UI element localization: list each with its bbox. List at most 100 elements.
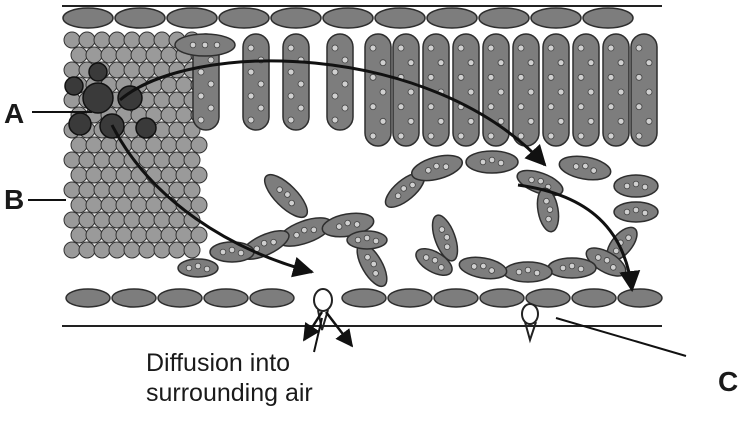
bundle-cell [154,242,170,258]
bundle-cell [131,137,147,153]
spongy-cell [466,151,518,173]
palisade-cell [365,34,391,146]
bundle-cell [71,47,87,63]
bundle-cell [79,182,95,198]
bundle-cell [79,242,95,258]
bundle-cell [94,212,110,228]
palisade-cell [573,34,599,146]
bundle-cell [191,197,207,213]
epidermis-cell [323,8,373,28]
bundle-cell [71,137,87,153]
bundle-cell [176,167,192,183]
stoma-right [522,304,538,340]
palisade-cell [283,34,309,130]
bundle-cell [116,197,132,213]
bundle-cell [139,182,155,198]
bundle-cell [109,182,125,198]
bundle-cell [139,32,155,48]
epidermis-cell [158,289,202,307]
spongy-cell [210,242,254,262]
label-a: A [4,98,24,130]
spongy-cell [548,258,596,278]
caption-line-2: surrounding air [146,378,313,408]
bundle-cell [146,197,162,213]
vascular-bundle [64,32,207,258]
bundle-cell [109,32,125,48]
bundle-cell [94,152,110,168]
bundle-cell [109,212,125,228]
palisade-cell [453,34,479,146]
epidermis-cell [480,289,524,307]
bundle-cell [109,152,125,168]
pointer-line-c [556,318,686,356]
bundle-cell [64,62,80,78]
xylem-vessel [89,63,107,81]
bundle-cell [94,182,110,198]
bundle-cell [124,242,140,258]
bundle-cell [86,227,102,243]
epidermis-cell [531,8,581,28]
bundle-cell [176,77,192,93]
bundle-cell [124,182,140,198]
bundle-cell [146,47,162,63]
epidermis-cell [112,289,156,307]
bundle-cell [109,62,125,78]
stoma-left [314,289,332,330]
label-c: C [718,366,738,398]
epidermis-cell [388,289,432,307]
bundle-cell [161,167,177,183]
bundle-cell [169,182,185,198]
bundle-cell [139,242,155,258]
bundle-cell [109,242,125,258]
bundle-cell [86,47,102,63]
spongy-cell [347,231,387,249]
bundle-cell [116,47,132,63]
bundle-cell [64,152,80,168]
xylem-vessel [69,113,91,135]
bundle-cell [94,242,110,258]
bundle-cell [176,227,192,243]
epidermis-cell [583,8,633,28]
bundle-cell [146,137,162,153]
spongy-cell [458,254,509,282]
epidermis-cell [342,289,386,307]
xylem-vessel [65,77,83,95]
epidermis-cell [572,289,616,307]
bundle-cell [79,152,95,168]
bundle-cell [71,227,87,243]
bundle-cell [184,242,200,258]
epidermis-cell [375,8,425,28]
bundle-cell [161,47,177,63]
bundle-cell [101,197,117,213]
palisade-cell [543,34,569,146]
bundle-cell [94,32,110,48]
bundle-cell [131,197,147,213]
bundle-cell [139,62,155,78]
epidermis-cell [271,8,321,28]
bundle-cell [64,212,80,228]
bundle-cell [169,212,185,228]
bundle-cell [86,137,102,153]
bundle-cell [176,107,192,123]
palisade-cell [243,34,269,130]
xylem-vessel [83,83,113,113]
spongy-cell [557,153,612,184]
spongy-cell [614,175,658,197]
bundle-cell [169,242,185,258]
bundle-cell [86,197,102,213]
bundle-cell [101,167,117,183]
epidermis-cell [167,8,217,28]
bundle-cell [176,137,192,153]
bundle-cell [161,77,177,93]
bundle-cell [146,227,162,243]
palisade-cell [175,34,235,56]
bundle-cell [184,152,200,168]
bundle-cell [191,167,207,183]
spongy-cell [504,262,552,282]
bundle-cell [116,227,132,243]
bundle-cell [101,227,117,243]
bundle-cell [79,32,95,48]
bundle-cell [64,32,80,48]
caption-line-1: Diffusion into [146,348,313,378]
bundle-cell [64,182,80,198]
